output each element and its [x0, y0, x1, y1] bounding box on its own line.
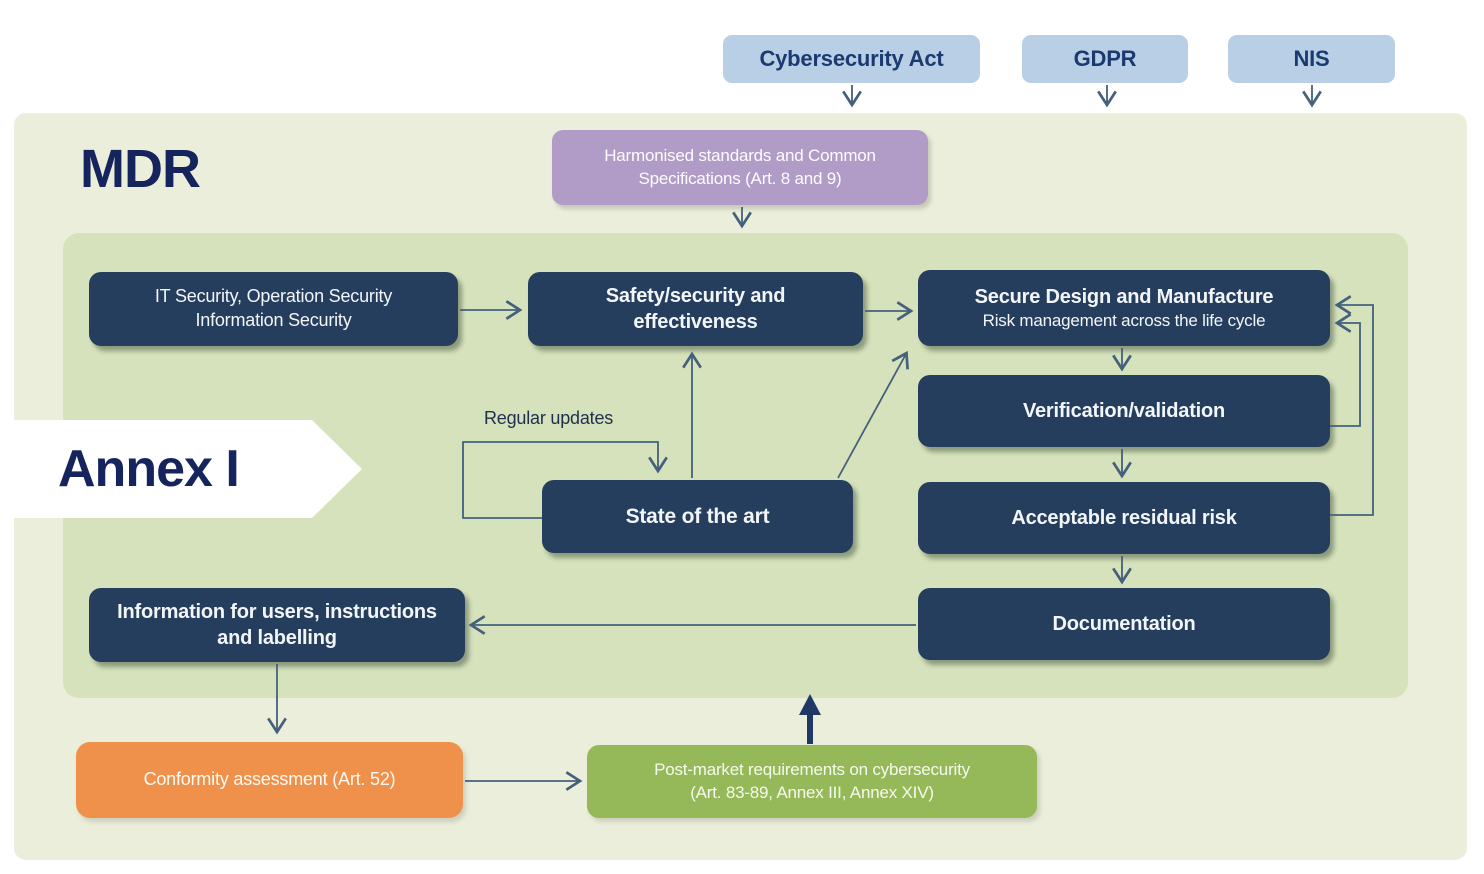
conformity-label: Conformity assessment (Art. 52) [143, 769, 396, 790]
post-market-requirements-box: Post-market requirements on cybersecurit… [587, 745, 1037, 818]
secure-design-box: Secure Design and Manufacture Risk manag… [918, 270, 1330, 346]
harmonised-line1: Harmonised standards and Common [604, 146, 876, 166]
it-security-line2: Information Security [195, 310, 352, 330]
cybersecurity-act-label: Cybersecurity Act [759, 46, 944, 72]
info-users-line1: Information for users, instructions [117, 600, 437, 623]
nis-box: NIS [1228, 35, 1395, 83]
annex-i-title: Annex I [58, 440, 240, 498]
cybersecurity-act-box: Cybersecurity Act [723, 35, 980, 83]
safety-line1: Safety/security and [605, 284, 786, 307]
secure-design-subtitle: Risk management across the life cycle [982, 310, 1266, 330]
regular-updates-label: Regular updates [484, 408, 614, 428]
it-security-box: IT Security, Operation Security Informat… [89, 272, 458, 346]
verification-validation-box: Verification/validation [918, 375, 1330, 447]
safety-line2: effectiveness [633, 311, 758, 333]
safety-security-box: Safety/security and effectiveness [528, 272, 863, 346]
mdr-title: MDR [80, 139, 201, 199]
documentation-box: Documentation [918, 588, 1330, 660]
gdpr-box: GDPR [1022, 35, 1188, 83]
it-security-line1: IT Security, Operation Security [154, 286, 393, 307]
verification-label: Verification/validation [1022, 399, 1226, 422]
gdpr-label: GDPR [1073, 46, 1137, 72]
post-market-line1: Post-market requirements on cybersecurit… [654, 760, 970, 780]
documentation-label: Documentation [1052, 612, 1196, 635]
state-of-the-art-label: State of the art [625, 504, 770, 528]
harmonised-standards-box: Harmonised standards and Common Specific… [552, 130, 928, 205]
secure-design-title: Secure Design and Manufacture [974, 285, 1274, 308]
nis-label: NIS [1293, 46, 1330, 72]
info-users-line2: and labelling [217, 627, 337, 649]
residual-risk-label: Acceptable residual risk [1011, 506, 1237, 529]
post-market-line2: (Art. 83-89, Annex III, Annex XIV) [690, 782, 934, 802]
information-for-users-box: Information for users, instructions and … [89, 588, 465, 662]
harmonised-line2: Specifications (Art. 8 and 9) [638, 168, 842, 188]
annex-i-banner: Annex I [0, 420, 362, 518]
state-of-the-art-box: State of the art [542, 480, 853, 553]
conformity-assessment-box: Conformity assessment (Art. 52) [76, 742, 463, 818]
acceptable-residual-risk-box: Acceptable residual risk [918, 482, 1330, 554]
